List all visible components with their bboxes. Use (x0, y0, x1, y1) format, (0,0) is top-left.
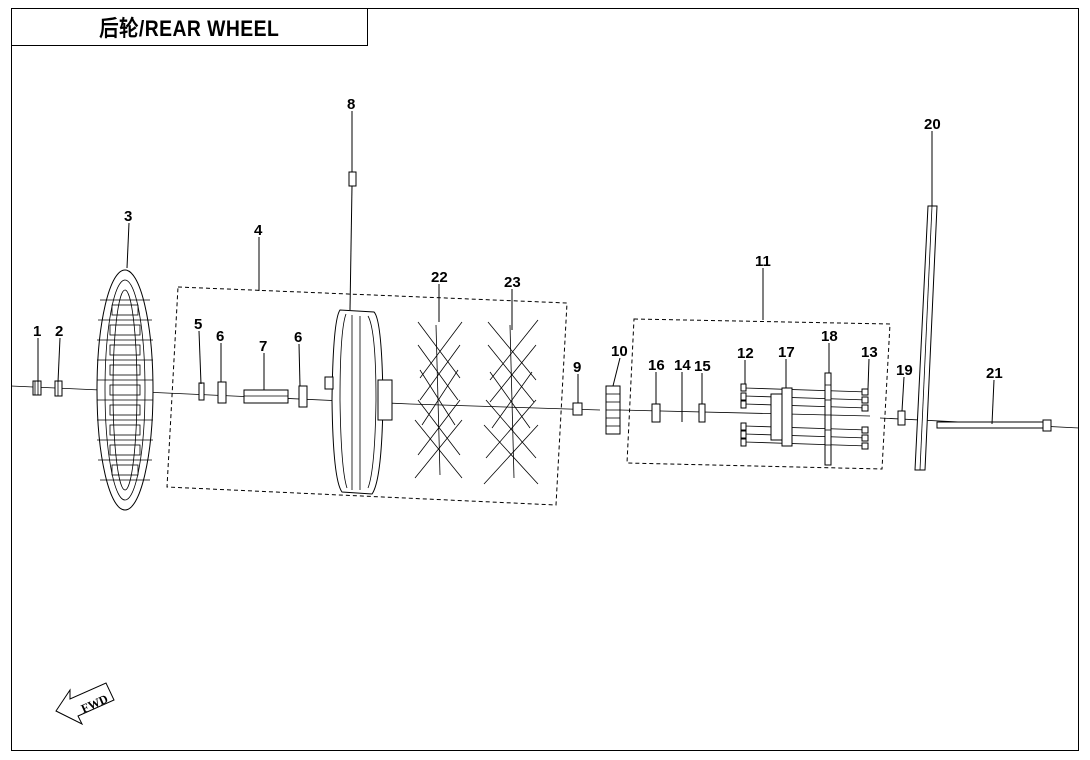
callout-7: 7 (259, 338, 267, 355)
part-sprocket (824, 372, 832, 466)
axis-line-mid (409, 403, 601, 411)
callout-17: 17 (778, 344, 795, 361)
callout-22: 22 (431, 269, 448, 286)
callout-16: 16 (648, 357, 665, 374)
callout-4: 4 (254, 222, 263, 239)
part-tire (96, 269, 154, 511)
hub-assembly-group-box (166, 286, 568, 506)
part-bearing-left (198, 382, 205, 401)
callout-23: 23 (504, 274, 521, 291)
title-block: 后轮/REAR WHEEL (11, 8, 368, 46)
callout-18: 18 (821, 328, 838, 345)
part-bearing-6a (217, 381, 227, 404)
callout-5: 5 (194, 316, 202, 333)
callout-3: 3 (124, 208, 132, 225)
callout-6b: 6 (294, 329, 302, 346)
callout-2: 2 (55, 323, 63, 340)
part-nut (32, 380, 42, 396)
part-spacer-15 (698, 403, 706, 423)
part-sprocket-hub (605, 385, 621, 435)
leader-lines (37, 111, 995, 425)
part-rim-hub (324, 309, 393, 495)
part-bearing-6b (298, 385, 308, 408)
fwd-direction-arrow: FWD (55, 682, 115, 726)
callout-6a: 6 (216, 328, 224, 345)
callout-21: 21 (986, 365, 1003, 382)
page-title: 后轮/REAR WHEEL (99, 16, 280, 41)
part-bearing-16 (651, 403, 661, 423)
part-spacer-19 (897, 410, 906, 426)
callout-11: 11 (755, 253, 771, 270)
callout-19: 19 (896, 362, 913, 379)
drawing-frame (11, 8, 1079, 751)
callout-13: 13 (861, 344, 878, 361)
part-sprocket-bolts (740, 383, 869, 450)
callout-14: 14 (674, 357, 691, 374)
callout-9: 9 (573, 359, 581, 376)
callout-1: 1 (33, 323, 41, 340)
callout-20: 20 (924, 116, 941, 133)
callout-labels: 1 2 3 4 5 6 6 7 8 9 10 11 12 13 14 15 16… (33, 96, 1003, 382)
callout-12: 12 (737, 345, 754, 362)
part-axle-collar (572, 402, 583, 416)
part-spacer-bushing (243, 389, 289, 404)
callout-15: 15 (694, 358, 711, 375)
chain-centerline (919, 205, 933, 471)
part-washer (54, 380, 63, 397)
callout-10: 10 (611, 343, 628, 360)
part-spokes-inner (483, 319, 539, 485)
sprocket-assembly-group-box (626, 318, 891, 470)
part-sprocket-carrier (770, 387, 793, 447)
part-rear-axle (936, 419, 1052, 432)
part-spokes-outer (414, 321, 463, 479)
part-valve-stem (348, 171, 357, 311)
callout-8: 8 (347, 96, 355, 113)
